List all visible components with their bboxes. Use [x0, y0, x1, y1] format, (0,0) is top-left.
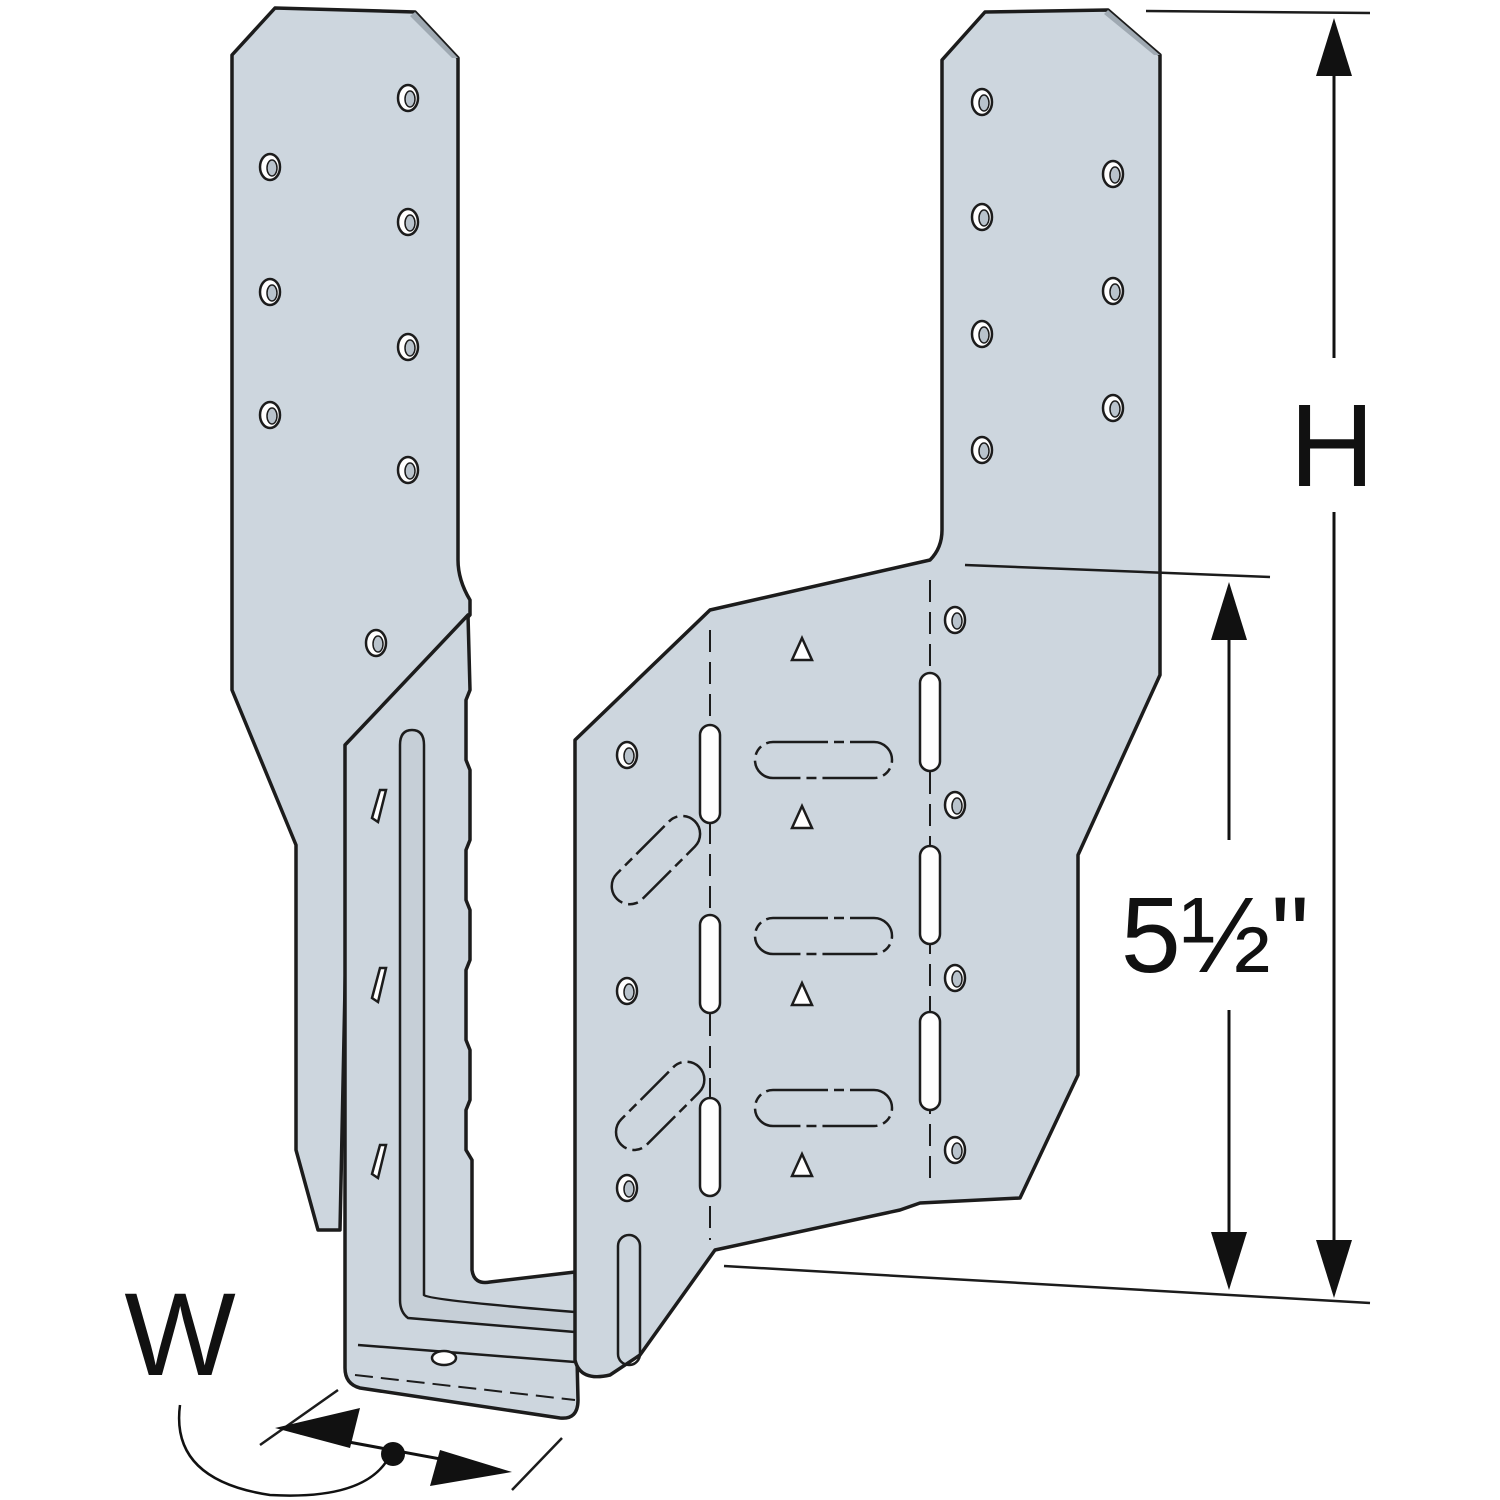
left-top-flange — [230, 6, 472, 1232]
width-dimension: W — [124, 1269, 563, 1497]
height-label: H — [1289, 380, 1374, 512]
left-seat-face — [343, 613, 580, 1420]
width-pivot-dot — [381, 1442, 405, 1466]
right-top-flange — [573, 8, 1162, 1379]
seat-height-label: 5½" — [1121, 874, 1309, 995]
height-dimension: H — [723, 9, 1375, 1305]
seat-height-dimension: 5½" — [964, 563, 1309, 1290]
width-label: W — [124, 1269, 235, 1401]
right-seat-face — [610, 580, 967, 1367]
